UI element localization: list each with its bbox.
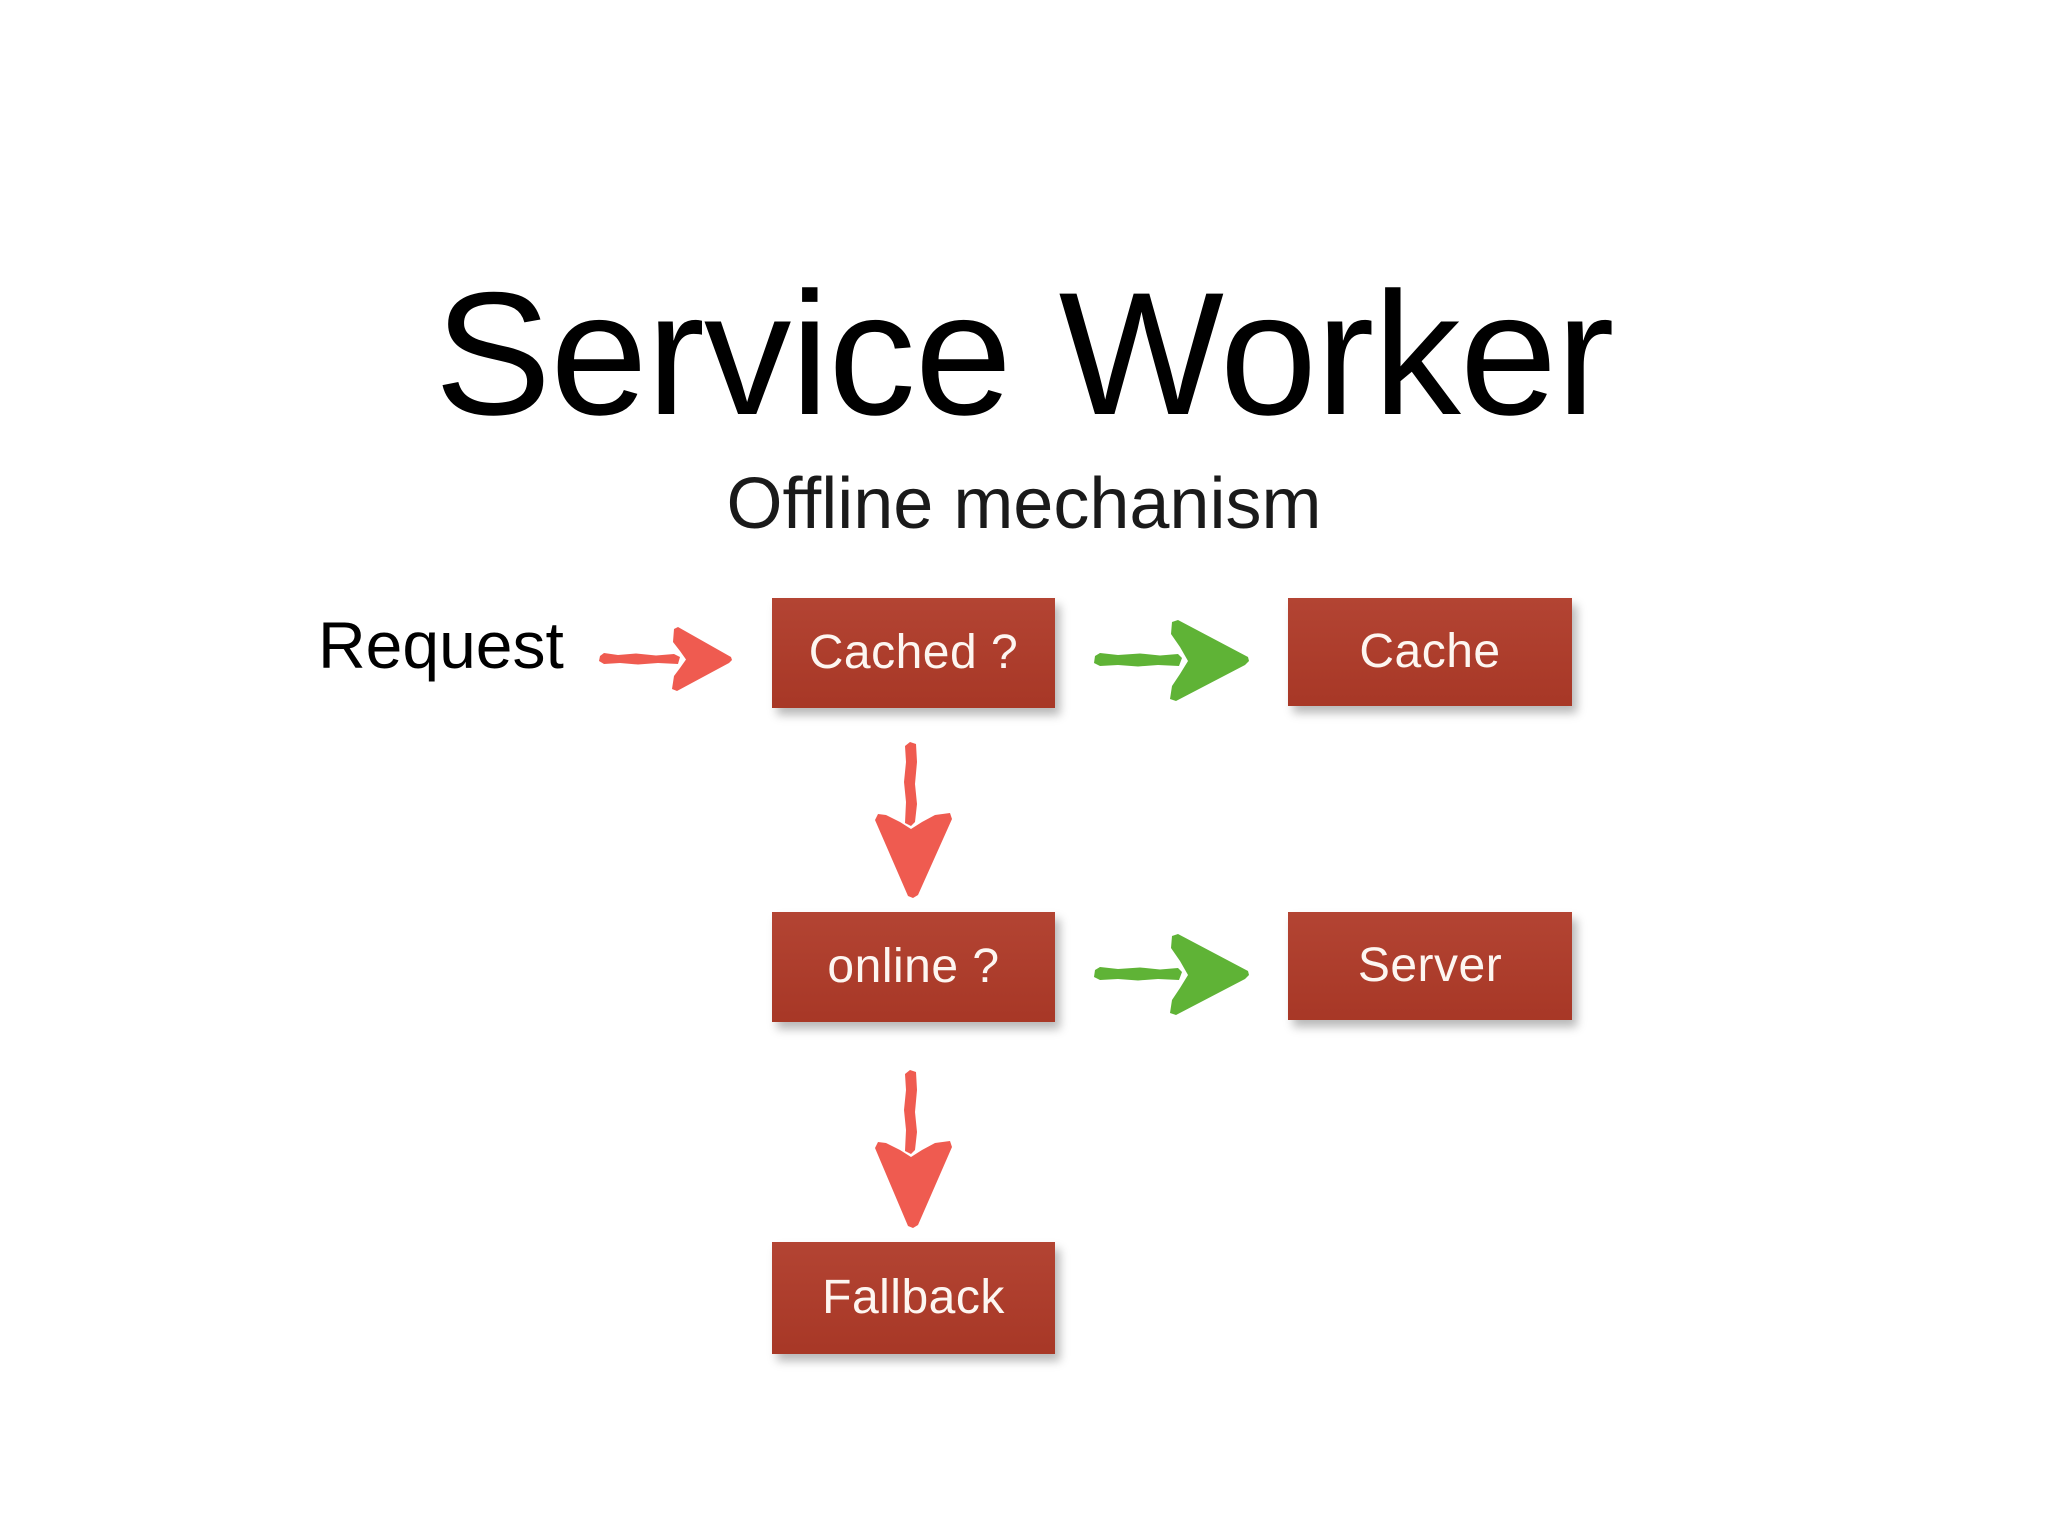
arrow-down-icon-cached-to-online — [872, 740, 956, 900]
node-fallback[interactable]: Fallback — [772, 1242, 1055, 1354]
node-cached-label: Cached ? — [808, 626, 1019, 679]
arrow-right-icon-cached-to-cache — [1092, 616, 1252, 704]
node-server-label: Server — [1357, 939, 1503, 992]
page-subtitle: Offline mechanism — [726, 463, 1322, 544]
node-cached[interactable]: Cached ? — [772, 598, 1055, 708]
arrow-down-icon-online-to-fallback — [872, 1068, 956, 1230]
request-label: Request — [318, 608, 564, 682]
node-cache-label: Cache — [1359, 625, 1501, 678]
page-title: Service Worker — [434, 257, 1615, 453]
node-server[interactable]: Server — [1288, 912, 1572, 1020]
node-cache[interactable]: Cache — [1288, 598, 1572, 706]
node-online-label: online ? — [827, 940, 1000, 993]
node-online[interactable]: online ? — [772, 912, 1055, 1022]
node-fallback-label: Fallback — [822, 1271, 1005, 1324]
arrow-right-icon-request-to-cached — [598, 620, 734, 698]
arrow-right-icon-online-to-server — [1092, 930, 1252, 1018]
